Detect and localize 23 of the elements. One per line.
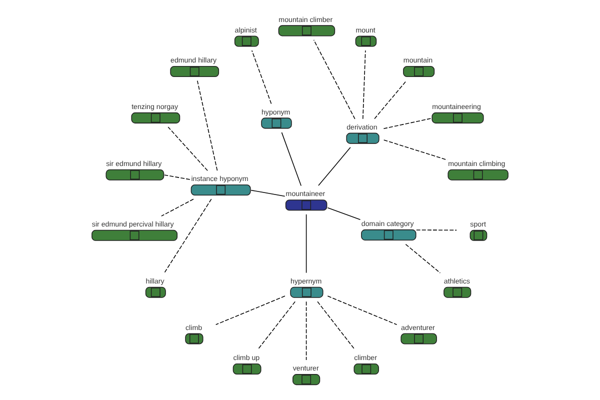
connector	[416, 230, 457, 231]
connector	[250, 190, 286, 197]
connector	[252, 50, 272, 104]
connector	[164, 198, 212, 274]
connector	[160, 198, 194, 216]
connector	[313, 40, 356, 120]
connector	[306, 214, 307, 274]
connector	[405, 244, 441, 274]
connector	[383, 118, 432, 130]
connector	[196, 80, 218, 171]
connector	[327, 207, 361, 220]
connector	[164, 174, 190, 180]
connector	[362, 50, 366, 120]
connector	[215, 296, 286, 326]
connector	[281, 132, 302, 186]
connector	[306, 301, 307, 360]
connector	[257, 301, 296, 350]
connector	[374, 80, 407, 120]
connector	[318, 147, 351, 186]
connector	[383, 140, 448, 160]
connector	[168, 126, 208, 172]
connector	[327, 296, 398, 326]
connector	[317, 301, 356, 350]
